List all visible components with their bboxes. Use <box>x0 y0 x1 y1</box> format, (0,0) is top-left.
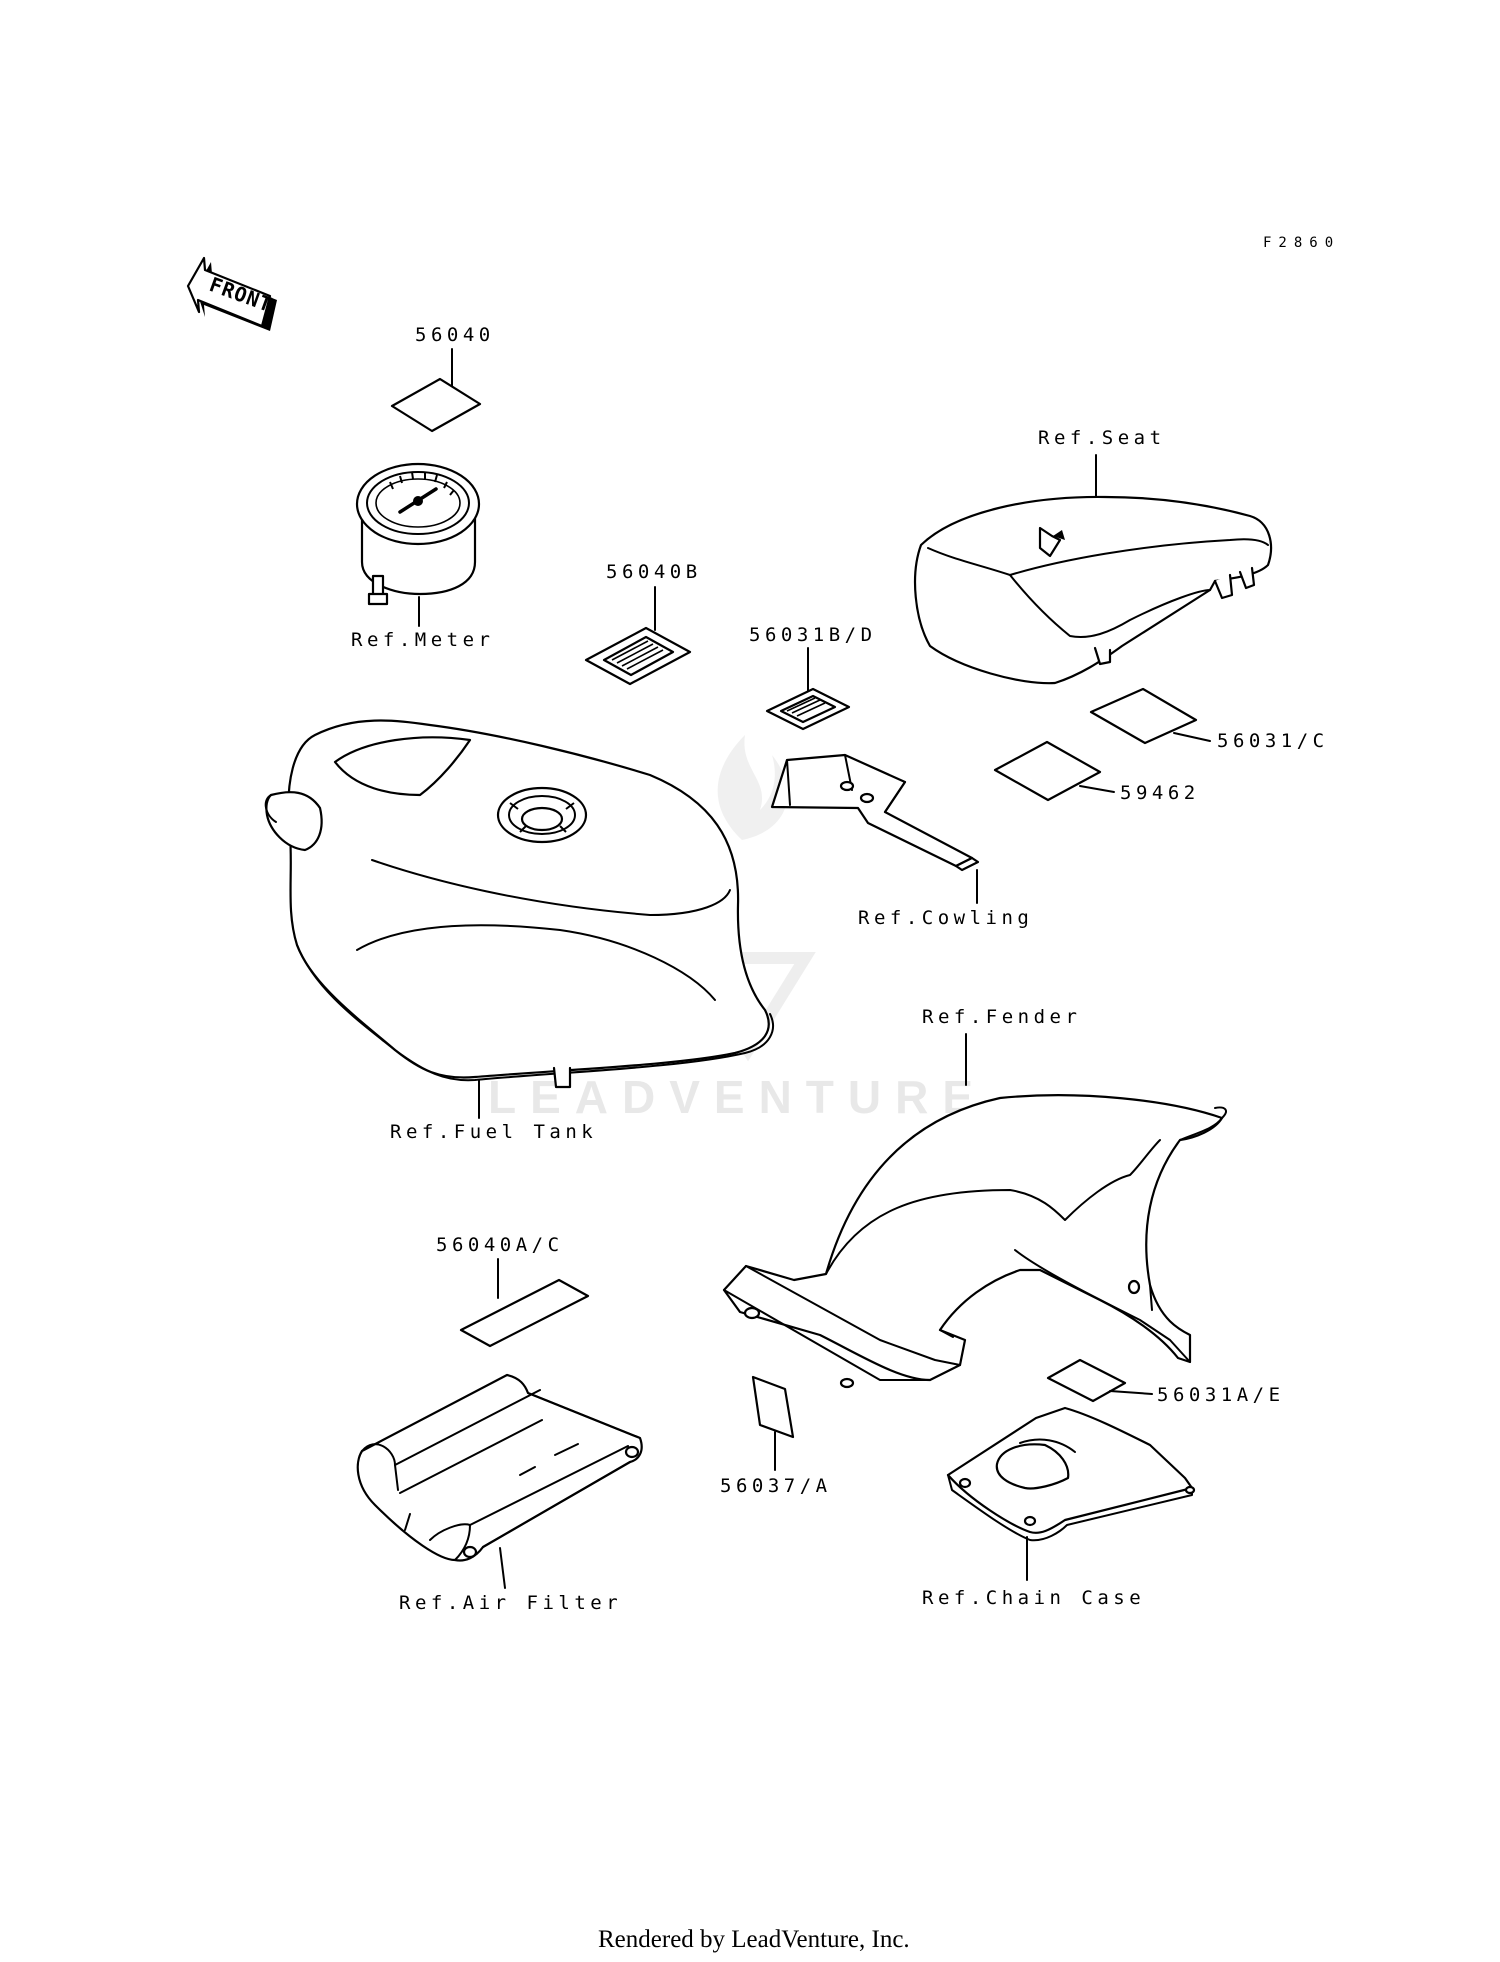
label-chain-case: Ref.Chain Case <box>922 1587 1145 1609</box>
air-filter-illustration <box>356 1373 643 1562</box>
meter-illustration <box>355 462 481 606</box>
label-fuel-tank: Ref.Fuel Tank <box>390 1121 597 1143</box>
decal-56040B <box>584 626 692 686</box>
fuel-tank-illustration <box>264 719 774 1089</box>
label-air-filter: Ref.Air Filter <box>399 1592 622 1614</box>
label-cowling: Ref.Cowling <box>858 907 1033 929</box>
decal-59462 <box>993 740 1102 802</box>
label-56031AE: 56031A/E <box>1157 1384 1285 1406</box>
label-56031C: 56031/C <box>1217 730 1329 752</box>
front-arrow-icon: FRONT <box>186 256 277 331</box>
label-59462: 59462 <box>1120 782 1200 804</box>
decal-56031BD <box>765 687 851 731</box>
label-56040B: 56040B <box>606 561 702 583</box>
fender-illustration <box>722 1094 1227 1389</box>
decal-56031AE <box>1046 1358 1127 1403</box>
label-56037A: 56037/A <box>720 1475 832 1497</box>
decal-56037A <box>751 1375 795 1439</box>
decal-56031C <box>1089 687 1198 745</box>
label-meter: Ref.Meter <box>351 629 494 651</box>
leader-56031AE <box>1109 1390 1153 1395</box>
decal-56040 <box>390 377 482 433</box>
leader-air-filter <box>499 1547 506 1589</box>
seat-illustration <box>913 495 1272 685</box>
label-fender: Ref.Fender <box>922 1006 1081 1028</box>
label-56031BD: 56031B/D <box>749 624 877 646</box>
chain-case-illustration <box>946 1406 1196 1542</box>
leader-56031C <box>1173 732 1211 742</box>
leader-59462 <box>1079 785 1115 793</box>
label-56040AC: 56040A/C <box>436 1234 564 1256</box>
label-56040: 56040 <box>415 324 495 346</box>
footer-credit: Rendered by LeadVenture, Inc. <box>598 1926 910 1953</box>
label-seat: Ref.Seat <box>1038 427 1166 449</box>
decal-56040AC <box>459 1278 590 1348</box>
cowling-illustration <box>770 753 980 872</box>
diagram-code: F2860 <box>1263 235 1340 251</box>
